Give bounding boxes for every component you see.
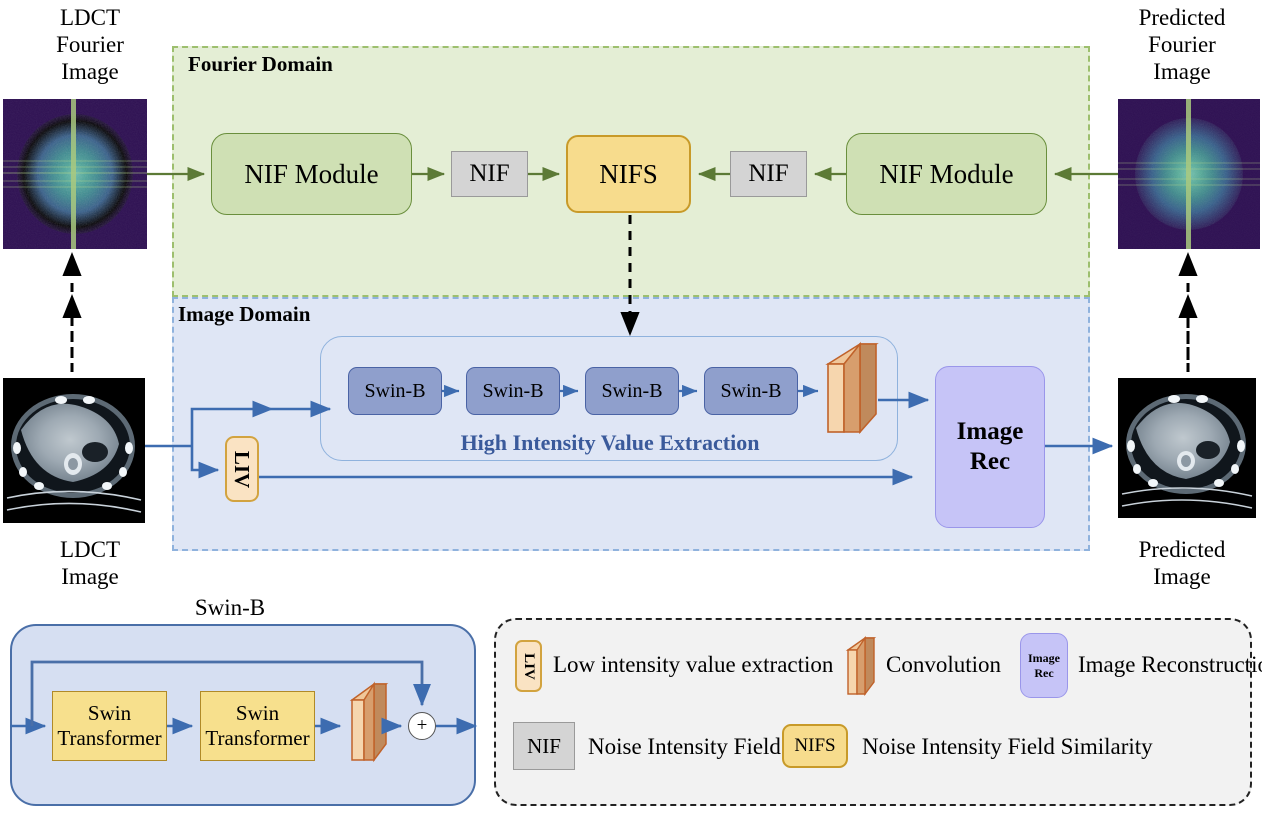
swin-transformer-label-line2: Transformer [57,726,162,750]
label-ldct-fourier-image: LDCT Fourier Image [10,0,170,88]
nif-module-right[interactable]: NIF Module [846,133,1047,215]
caption-line: LDCT Image [59,537,121,589]
fourier-domain-title: Fourier Domain [188,52,333,76]
caption-line: LDCT Fourier Image [56,4,124,84]
convolution-icon-detail [349,681,389,763]
nif-box-left-label: NIF [469,160,510,187]
swin-b-label: Swin-B [482,379,544,402]
liv-box[interactable]: LIV [225,436,259,502]
plus-sign: + [416,715,428,736]
nifs-label: NIFS [599,158,658,189]
legend-nif-icon: NIF [513,722,575,770]
predicted-fourier-thumbnail [1118,99,1260,249]
legend-liv-text: Low intensity value extraction [553,652,834,677]
swin-b-block-2[interactable]: Swin-B [466,367,560,415]
swin-transformer-block-2[interactable]: Swin Transformer [200,691,315,761]
swin-transformer-label-line1: Swin [235,701,280,725]
legend-liv-icon: LIV [515,640,542,692]
caption-line: Swin-B [194,594,266,620]
nif-box-left[interactable]: NIF [451,151,528,197]
nifs-box[interactable]: NIFS [566,135,691,213]
label-predicted-image: Predicted Image [1102,534,1262,592]
image-rec-box[interactable]: Image Rec [935,366,1045,528]
label-ldct-image: LDCT Image [10,534,170,592]
caption-line: Predicted Image [1138,537,1226,589]
label-predicted-fourier-image: Predicted Fourier Image [1102,0,1262,88]
addition-node: + [408,712,436,740]
nif-module-right-label: NIF Module [879,158,1014,189]
nif-module-left-label: NIF Module [244,158,379,189]
legend-nif-icon-label: NIF [527,733,561,758]
swin-transformer-block-1[interactable]: Swin Transformer [52,691,167,761]
swin-b-label: Swin-B [601,379,663,402]
legend-nif-text: Noise Intensity Field [588,734,781,759]
ldct-image-thumbnail [3,378,145,523]
swin-transformer-label-line1: Swin [87,701,132,725]
ldct-fourier-thumbnail [3,99,147,249]
label-swinb-caption: Swin-B [140,592,320,622]
nif-box-right-label: NIF [748,160,789,187]
swin-b-block-1[interactable]: Swin-B [348,367,442,415]
image-domain-title: Image Domain [178,302,311,326]
swin-b-label: Swin-B [720,379,782,402]
legend-convolution-text: Convolution [886,652,1002,677]
caption-line: Predicted Fourier Image [1138,4,1226,84]
legend-nifs-text: Noise Intensity Field Similarity [862,734,1153,759]
convolution-icon [825,341,879,435]
predicted-image-thumbnail [1118,378,1256,518]
nif-module-left[interactable]: NIF Module [211,133,412,215]
nif-box-right[interactable]: NIF [730,151,807,197]
legend-convolution-icon [845,635,877,697]
swin-b-block-3[interactable]: Swin-B [585,367,679,415]
image-rec-label-line1: Image [956,418,1024,445]
legend-image-rec-icon: Image Rec [1020,633,1068,698]
swin-b-label: Swin-B [364,379,426,402]
legend-liv-icon-label: LIV [521,652,537,680]
legend-nifs-icon-label: NIFS [794,735,836,756]
swin-b-block-4[interactable]: Swin-B [704,367,798,415]
legend-image-rec-text: Image Reconstruction [1078,652,1262,677]
swin-transformer-label-line2: Transformer [205,726,310,750]
legend-image-rec-icon-label: Image Rec [1028,650,1060,680]
liv-label: LIV [230,450,255,488]
legend-nifs-icon: NIFS [782,724,848,768]
high-intensity-value-extraction-panel [320,336,898,461]
image-rec-label-line2: Rec [969,448,1011,475]
high-intensity-value-extraction-label: High Intensity Value Extraction [460,430,760,455]
